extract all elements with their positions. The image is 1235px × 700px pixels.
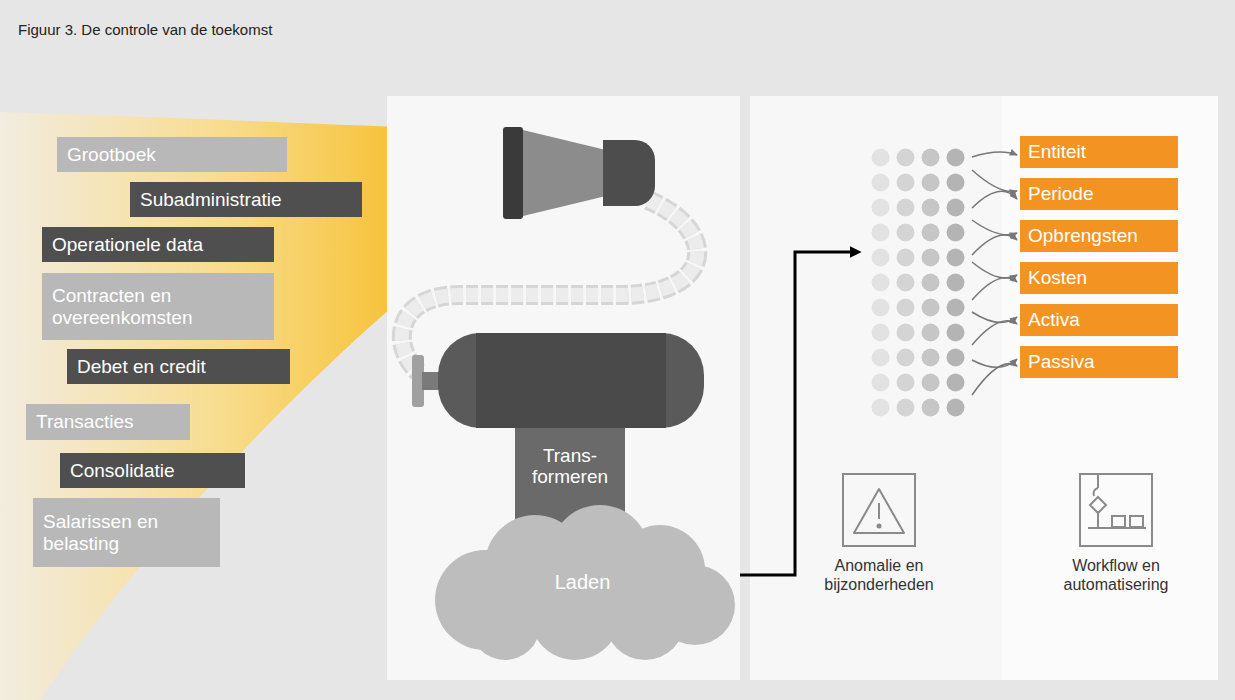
flow-arrow: [740, 252, 852, 575]
node-text: Contracten en overeenkomsten: [52, 285, 264, 328]
source-box: Transacties: [26, 404, 190, 440]
node-text: Trans- formeren: [515, 445, 625, 488]
robot-face: [476, 333, 666, 428]
source-box: Subadministratie: [130, 182, 362, 217]
data-dots: [946, 148, 971, 423]
workflow-icon: [1080, 474, 1152, 546]
source-box: Debet en credit: [67, 349, 290, 384]
source-box: Consolidatie: [60, 453, 245, 488]
node-text: Subadministratie: [140, 189, 352, 210]
category-box: Opbrengsten: [1020, 220, 1178, 252]
source-box: Grootboek: [57, 137, 287, 172]
node-text: Consolidatie: [70, 460, 235, 481]
cloud-lobe: [470, 590, 540, 660]
lamp-cap-base: [603, 140, 623, 206]
node-text: Passiva: [1028, 351, 1170, 372]
robot-head: [438, 333, 704, 428]
node-text: Salarissen en belasting: [43, 511, 210, 554]
icon-caption: Workflow en automatisering: [1051, 556, 1181, 594]
category-box: Entiteit: [1020, 136, 1178, 168]
category-box: Periode: [1020, 178, 1178, 210]
lamp-rim: [503, 127, 523, 219]
node-text: Laden: [555, 571, 611, 594]
anomaly-icon: [843, 474, 915, 546]
sorting-arrows: [972, 152, 1017, 395]
node-text: Operationele data: [52, 234, 264, 255]
category-box: Kosten: [1020, 262, 1178, 294]
source-box: Contracten en overeenkomsten: [42, 273, 274, 340]
source-box: Operationele data: [42, 227, 274, 262]
source-box: Salarissen en belasting: [33, 498, 220, 567]
node-text: Entiteit: [1028, 141, 1170, 162]
data-dots: [921, 148, 946, 423]
load-cloud: Laden: [425, 505, 740, 660]
node-text: Activa: [1028, 309, 1170, 330]
category-box: Activa: [1020, 304, 1178, 336]
center-panel: [387, 96, 740, 680]
category-box: Passiva: [1020, 346, 1178, 378]
lamp-cap: [603, 140, 655, 206]
node-text: Transacties: [36, 411, 180, 432]
node-text: Debet en credit: [77, 356, 280, 377]
node-text: Kosten: [1028, 267, 1170, 288]
data-dots: [871, 148, 896, 423]
data-dots: [896, 148, 921, 423]
cloud-lobe: [605, 580, 685, 660]
figure-title: Figuur 3. De controle van de toekomst: [18, 21, 272, 38]
icon-caption: Anomalie en bijzonderheden: [814, 556, 944, 594]
lamp-body: [523, 130, 606, 216]
node-text: Periode: [1028, 183, 1170, 204]
right-panel-column: [1002, 96, 1218, 680]
node-text: Grootboek: [67, 144, 277, 165]
right-panel: [750, 96, 1218, 680]
node-text: Opbrengsten: [1028, 225, 1170, 246]
